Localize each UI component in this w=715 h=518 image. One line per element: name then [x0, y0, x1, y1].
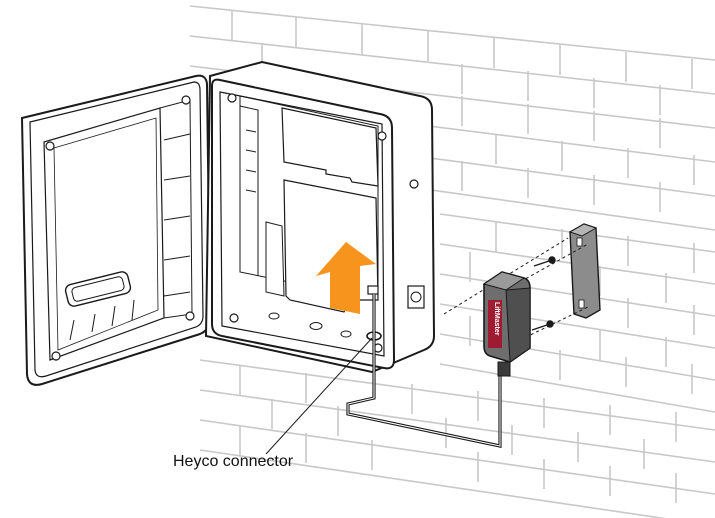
enclosure-body	[204, 60, 436, 374]
logo-text: LiftMaster	[493, 302, 500, 336]
logo-badge	[488, 300, 502, 348]
mounting-bracket	[568, 223, 601, 319]
heyco-connector-label: Heyco connector	[173, 453, 294, 470]
callout-leader	[265, 337, 373, 455]
wall-screws	[531, 256, 556, 331]
enclosure-door	[20, 74, 212, 386]
liftmaster-device	[482, 271, 531, 377]
up-arrow-icon	[316, 242, 376, 314]
